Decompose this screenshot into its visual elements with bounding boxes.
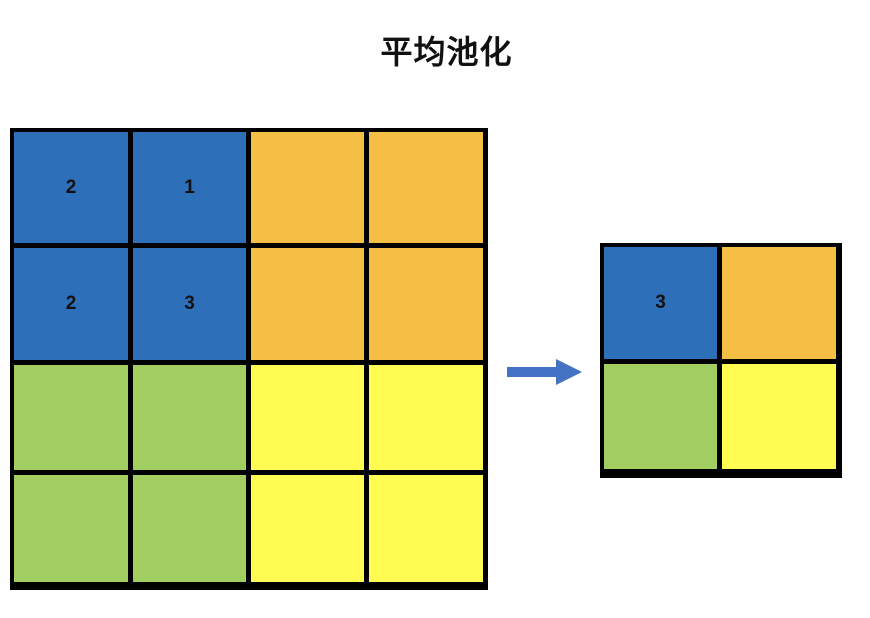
output-grid-cell — [722, 364, 836, 469]
input-grid-cell-value: 1 — [184, 176, 195, 198]
output-grid-cell: 3 — [604, 247, 717, 359]
output-grid-cell — [722, 247, 836, 359]
input-grid-cell — [14, 365, 128, 470]
input-grid-cell — [14, 475, 128, 582]
input-grid-cell — [369, 248, 483, 360]
input-grid-cell-value: 2 — [65, 176, 77, 198]
input-grid-cell — [133, 365, 246, 470]
input-grid-cell: 2 — [14, 248, 128, 360]
right-arrow-icon — [507, 359, 582, 385]
input-grid-cell — [369, 365, 483, 470]
input-grid-cell — [369, 475, 483, 582]
input-grid-cell: 1 — [133, 132, 246, 243]
input-grid-cell-value: 3 — [184, 293, 195, 314]
input-grid-cell-value: 2 — [65, 293, 77, 314]
output-grid-cell-value: 3 — [655, 292, 666, 313]
input-grid-cell — [251, 475, 364, 582]
input-grid: 2 1 2 3 — [10, 128, 488, 590]
output-grid-cell — [604, 364, 717, 469]
input-grid-cell — [251, 132, 364, 243]
input-grid-cell — [251, 248, 364, 360]
input-grid-cell — [133, 475, 246, 582]
output-grid: 3 — [600, 243, 842, 478]
input-grid-cell: 3 — [133, 248, 246, 360]
diagram-title: 平均池化 — [380, 33, 513, 71]
input-grid-cell — [369, 132, 483, 243]
input-grid-cell — [251, 365, 364, 470]
input-grid-cell: 2 — [14, 132, 128, 243]
